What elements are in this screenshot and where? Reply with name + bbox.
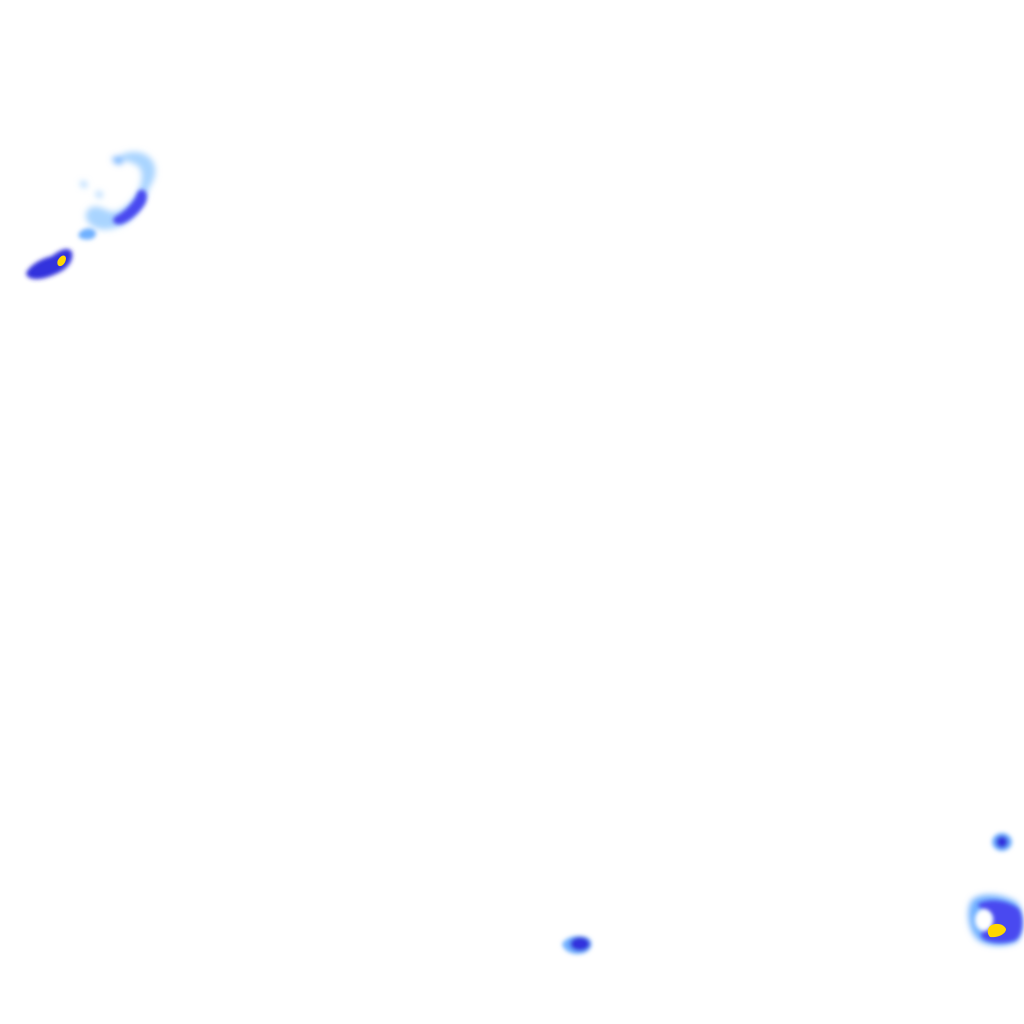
northwest-core-echo xyxy=(26,249,73,280)
northwest-band-blob xyxy=(78,228,96,240)
southeast-core-center xyxy=(987,923,1006,938)
northwest-band-main xyxy=(113,189,147,225)
northwest-arc-speckle-2 xyxy=(95,191,103,198)
south-center-echo xyxy=(562,936,592,954)
southeast-cell-echo xyxy=(968,894,1023,946)
northwest-core-body xyxy=(26,249,73,280)
southeast-core-echo xyxy=(987,923,1006,938)
south-center-body xyxy=(570,937,590,951)
northwest-core-center xyxy=(57,255,66,267)
northwest-arc-speckle-3 xyxy=(112,156,124,165)
northwest-band-echo xyxy=(78,189,147,240)
southeast-cell-clear-gap xyxy=(975,909,993,931)
southeast-small-echo xyxy=(992,833,1012,851)
northwest-arc-speckle xyxy=(80,181,88,188)
southeast-small-body xyxy=(996,836,1008,848)
